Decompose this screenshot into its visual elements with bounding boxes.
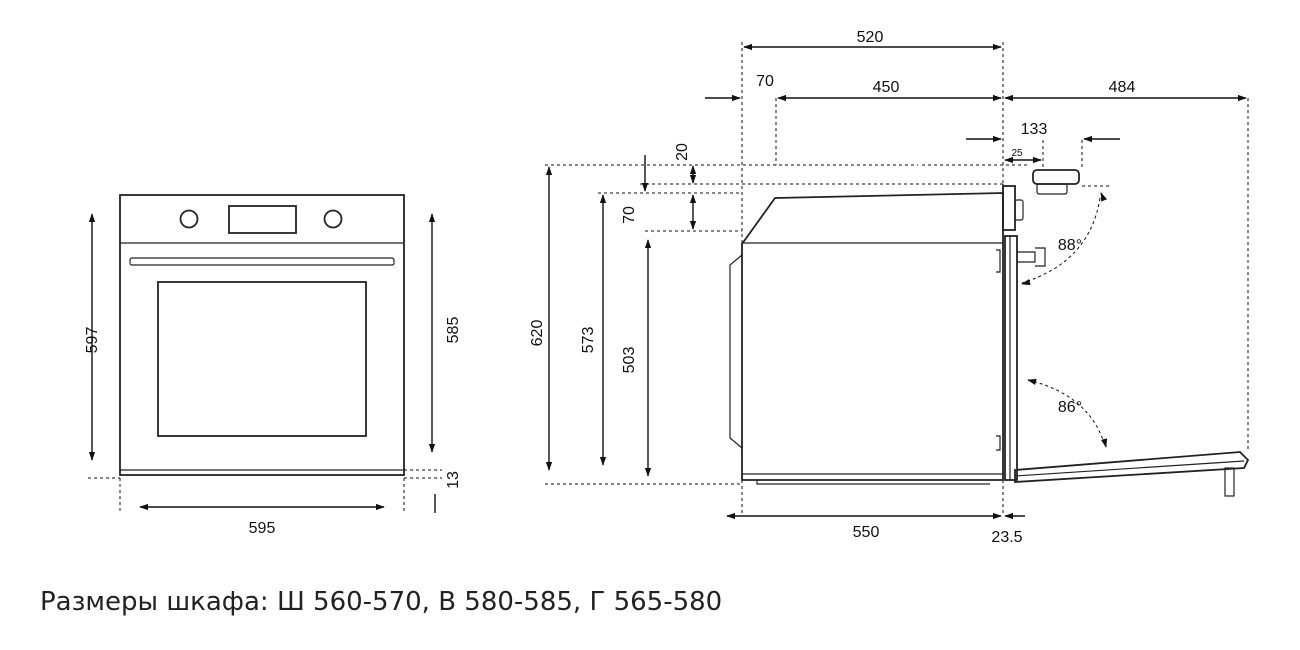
side-depth-total: 520 [857,29,884,46]
display-panel [228,205,297,234]
front-height-inner: 585 [445,317,462,344]
side-knob-depth: 133 [1021,121,1048,138]
side-door-reach: 484 [1109,79,1136,96]
oven-dimension-drawing: 597 585 13 595 520 70 450 [84,29,1250,546]
angle-arc-top [1021,197,1101,284]
side-handle [1017,247,1046,267]
side-height-step: 70 [621,206,638,224]
side-height-lower: 503 [621,347,638,374]
front-panel [1002,185,1016,231]
left-knob [179,209,199,229]
front-view: 597 585 13 595 [84,194,462,537]
cabinet-dimensions-caption: Размеры шкафа: Ш 560-570, В 580-585, Г 5… [40,587,723,617]
angle-arc-door [1027,379,1106,447]
angle-door: 86° [1058,399,1082,416]
side-knob [1014,199,1024,221]
angle-top: 88° [1058,237,1082,254]
front-width: 595 [249,520,276,537]
side-depth-body: 450 [873,79,900,96]
right-knob [323,209,343,229]
door-handle [129,257,395,266]
door-window [157,281,367,437]
side-view: 520 70 450 484 133 25 20 620 573 70 503 … [529,29,1250,546]
front-bottom-gap: 13 [445,471,462,489]
side-depth-bottom: 550 [853,524,880,541]
side-top-gap: 20 [674,143,691,161]
side-door-thickness: 23.5 [991,529,1022,546]
top-knob-extended [1032,169,1080,185]
side-knob-offset: 25 [1011,148,1023,159]
front-height-outer: 597 [84,327,101,354]
side-height-body: 573 [580,327,597,354]
door-open [1014,451,1250,483]
side-depth-offset: 70 [756,73,774,90]
side-height-total: 620 [529,320,546,347]
door-foot [1224,467,1235,497]
door-closed [1004,235,1018,481]
oven-body-outline [741,192,1004,481]
